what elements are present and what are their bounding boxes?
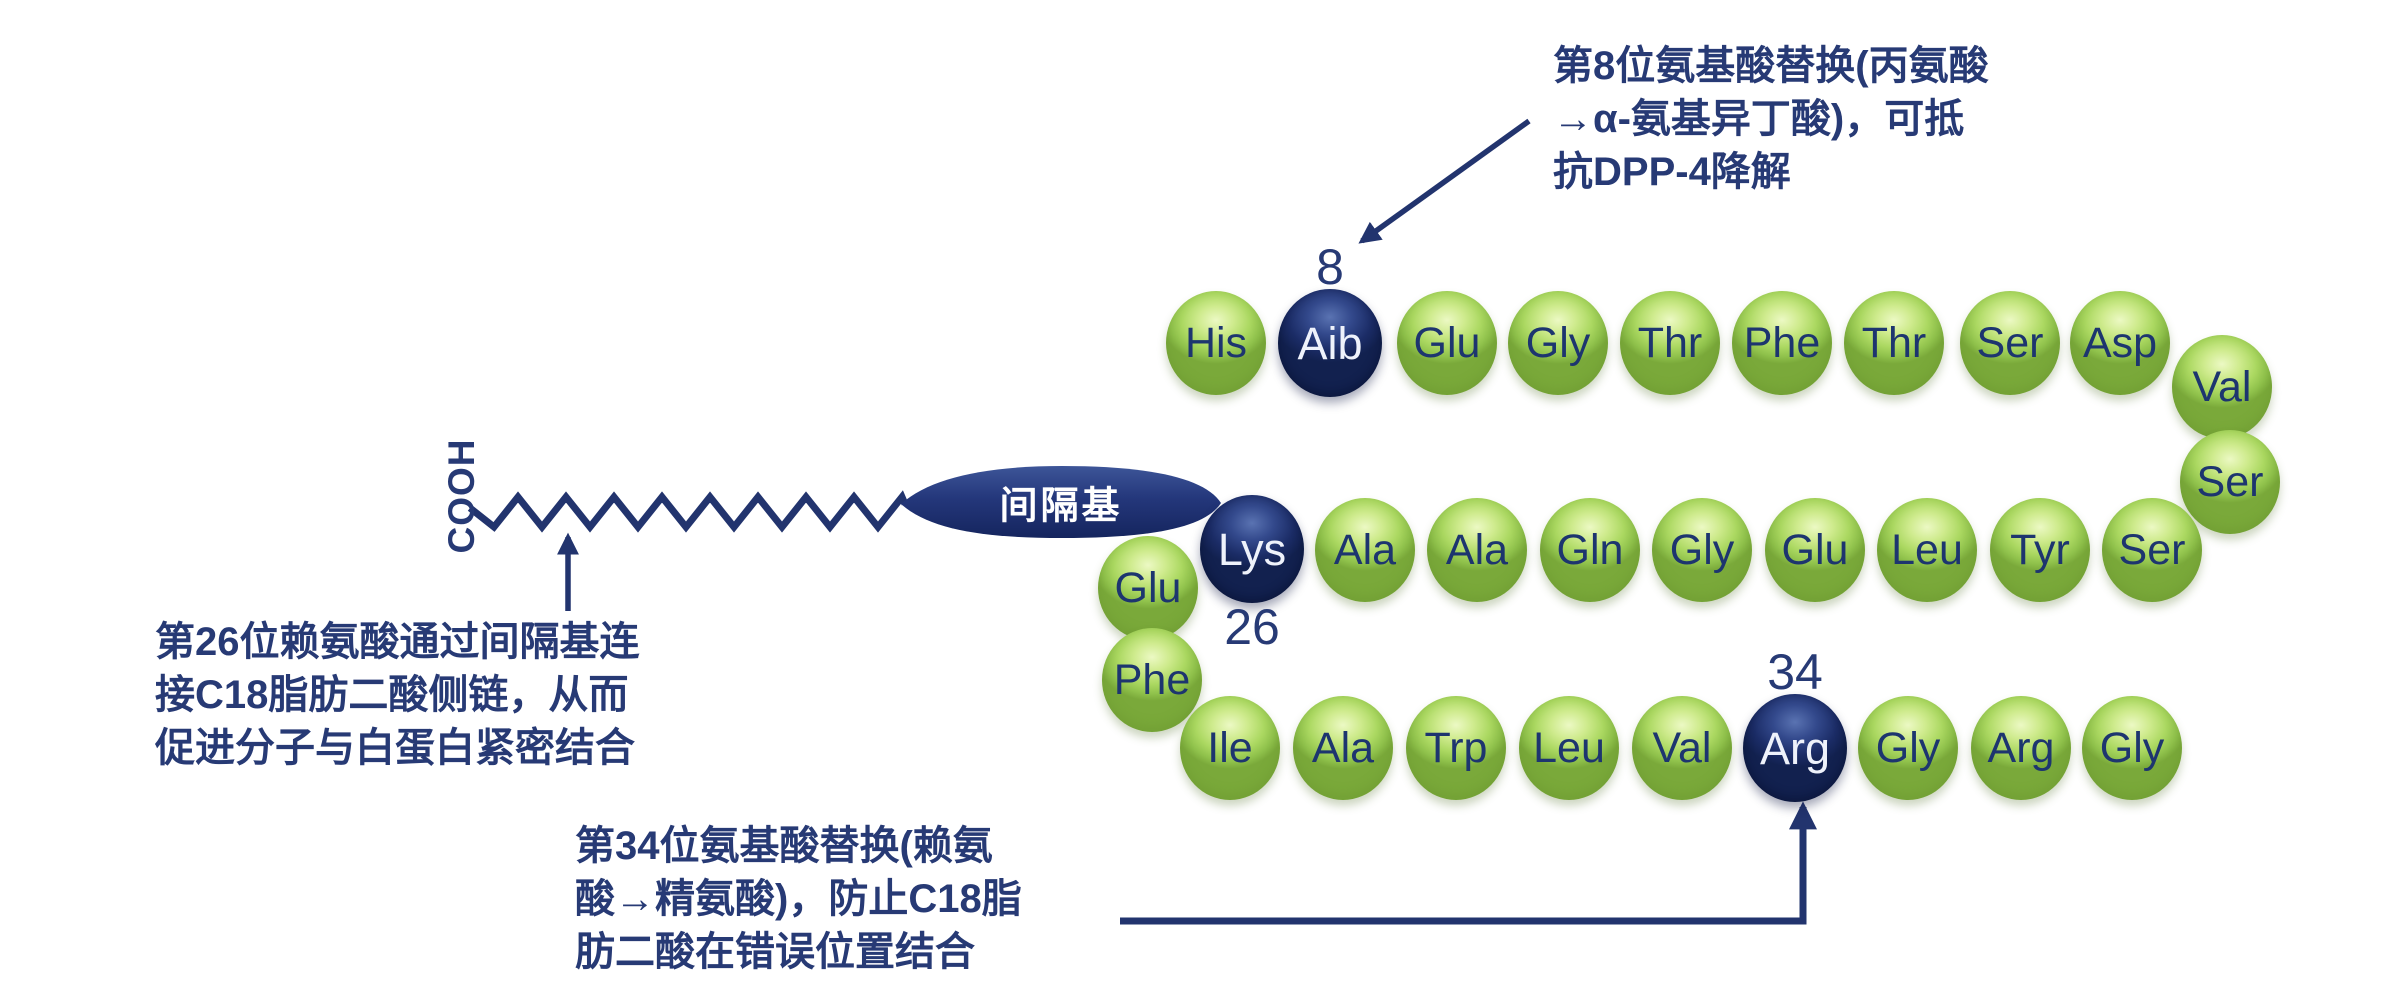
residue-phe: Phe [1102,628,1202,732]
residue-ala: Ala [1315,498,1415,602]
residue-label: Gly [1669,525,1735,574]
annotation-line: 促进分子与白蛋白紧密结合 [155,726,635,770]
residue-label: Ser [2118,525,2186,574]
residue-label: Thr [1861,318,1927,367]
residue-ala: Ala [1293,696,1393,800]
annotation-position34: 第34位氨基酸替换(赖氨 酸→精氨酸)，防止C18脂 肪二酸在错误位置结合 [575,820,1022,979]
residue-label: Gly [2099,723,2165,772]
residue-glu: Glu [1397,291,1497,395]
residue-label: Arg [1987,723,2055,772]
residue-ser: Ser [1960,291,2060,395]
position-label-26: 26 [1224,599,1280,655]
residue-label: Ser [1976,318,2044,367]
residue-label: Ala [1445,525,1509,574]
position-label-34: 34 [1767,644,1823,700]
annotation-line: →α-氨基异丁酸)，可抵 [1553,97,1965,141]
spacer-label: 间隔基 [999,485,1123,528]
residue-asp: Asp [2070,291,2170,395]
annotation-position26: 第26位赖氨酸通过间隔基连 接C18脂肪二酸侧链，从而 促进分子与白蛋白紧密结合 [155,616,640,775]
residue-label: Ile [1207,723,1253,772]
residue-label: Gln [1556,525,1624,574]
residue-ser: Ser [2102,498,2202,602]
residue-phe: Phe [1732,291,1832,395]
annotation-position8: 第8位氨基酸替换(丙氨酸 →α-氨基异丁酸)，可抵 抗DPP-4降解 [1553,40,1989,199]
residue-val: Val [1632,696,1732,800]
residue-label: Leu [1891,525,1963,574]
residue-label: Tyr [2010,525,2070,574]
residue-thr: Thr [1844,291,1944,395]
residue-label: Arg [1759,722,1831,774]
residue-label: Lys [1217,523,1287,575]
residue-arg: Arg [1971,696,2071,800]
annotation-line: 抗DPP-4降解 [1553,150,1791,194]
residue-his: His [1166,291,1266,395]
position-label-8: 8 [1316,239,1344,295]
residue-gly: Gly [2082,696,2182,800]
annotation-line: 接C18脂肪二酸侧链，从而 [155,673,629,717]
residue-arg: Arg [1743,694,1847,802]
residue-label: Glu [1114,563,1182,612]
residue-leu: Leu [1877,498,1977,602]
residue-gly: Gly [1652,498,1752,602]
c18-fatty-diacid-chain [467,490,909,533]
residue-label: Ala [1333,525,1397,574]
residue-label: Aib [1297,317,1363,369]
residue-ser: Ser [2180,430,2280,534]
arrow-to-position34 [1120,801,1817,925]
annotation-line: 第8位氨基酸替换(丙氨酸 [1553,44,1989,88]
residue-gly: Gly [1858,696,1958,800]
residue-label: Glu [1781,525,1849,574]
arrow-to-position8 [1358,118,1531,244]
residue-ala: Ala [1427,498,1527,602]
residue-glu: Glu [1765,498,1865,602]
residue-leu: Leu [1519,696,1619,800]
residue-label: Val [1652,723,1712,772]
residue-label: Ser [2196,457,2264,506]
residue-gly: Gly [1508,291,1608,395]
residue-gln: Gln [1540,498,1640,602]
residue-label: Val [2192,362,2252,411]
residue-ile: Ile [1180,696,1280,800]
residue-aib: Aib [1278,289,1382,397]
annotation-line: 第26位赖氨酸通过间隔基连 [155,620,640,664]
residue-label: Leu [1533,723,1605,772]
residue-label: Thr [1637,318,1703,367]
residue-thr: Thr [1620,291,1720,395]
residue-lys: Lys [1200,495,1304,603]
residue-label: Ala [1311,723,1375,772]
residue-label: Gly [1875,723,1941,772]
residue-label: His [1184,318,1248,367]
residue-trp: Trp [1406,696,1506,800]
residue-label: Trp [1424,723,1488,772]
residue-val: Val [2172,335,2272,439]
annotation-line: 肪二酸在错误位置结合 [575,930,975,974]
annotation-line: 第34位氨基酸替换(赖氨 [575,824,993,868]
residue-label: Asp [2082,318,2158,367]
residue-label: Phe [1113,655,1191,704]
cooh-label: COOH [441,438,482,554]
residue-label: Phe [1743,318,1821,367]
residue-label: Gly [1525,318,1591,367]
residue-glu: Glu [1098,536,1198,640]
annotation-line: 酸→精氨酸)，防止C18脂 [575,877,1022,921]
spacer-ellipse [901,466,1221,538]
residue-label: Glu [1413,318,1481,367]
residue-tyr: Tyr [1990,498,2090,602]
